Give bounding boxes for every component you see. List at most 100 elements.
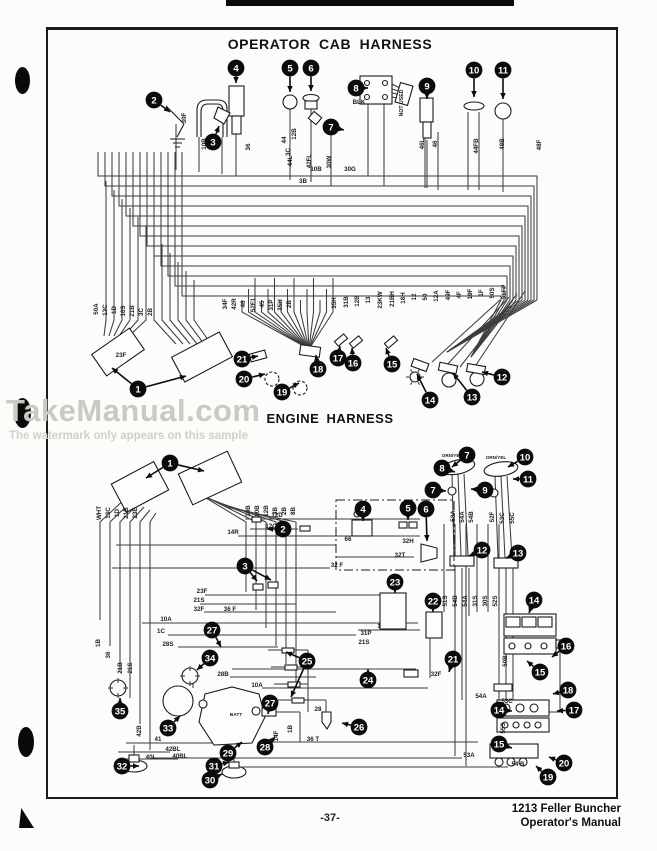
wire-label: 44L xyxy=(287,155,294,166)
wire-label: 54A xyxy=(462,595,469,607)
engine-callout-34 xyxy=(201,649,219,667)
component xyxy=(463,101,485,111)
wire-label: 50B xyxy=(502,655,509,667)
engine-callout-number-4: 4 xyxy=(360,504,366,515)
wire xyxy=(118,208,131,337)
callout-arrowhead xyxy=(251,354,258,360)
callout-arrowhead xyxy=(133,763,139,769)
callout-arrowhead xyxy=(292,383,299,389)
component xyxy=(321,711,332,731)
wire-label: 30F xyxy=(181,112,188,123)
component xyxy=(213,106,231,125)
engine-callout-30 xyxy=(201,771,219,789)
wire-label: 1D xyxy=(111,306,118,314)
engine-callout-25 xyxy=(298,652,316,670)
wire-label: 1B xyxy=(287,725,294,733)
callout-arrowhead xyxy=(553,689,560,696)
callout-arrowhead xyxy=(308,85,314,91)
engine-callout-number-16: 16 xyxy=(561,641,572,652)
component xyxy=(198,699,208,709)
wire-label: 16S xyxy=(120,305,127,316)
engine-callout-number-15: 15 xyxy=(494,739,505,750)
engine-callout-number-3: 3 xyxy=(242,561,247,572)
wire xyxy=(153,235,177,345)
engine-callout-number-18: 18 xyxy=(563,685,574,696)
wire-label: 46 xyxy=(432,140,439,147)
engine-callout-number-1: 1 xyxy=(167,458,173,469)
wire-label: 31B xyxy=(343,296,350,308)
wire-label: 3B xyxy=(272,507,279,515)
callout-arrowhead xyxy=(163,106,170,112)
wire-label: 53C xyxy=(501,698,513,705)
cab-callout-number-20: 20 xyxy=(239,374,250,385)
wire-label: 30G xyxy=(344,166,356,173)
engine-callout-number-10: 10 xyxy=(520,452,531,463)
engine-callout-number-7: 7 xyxy=(464,450,469,461)
wire xyxy=(104,152,535,300)
callout-arrowhead xyxy=(290,690,296,697)
component xyxy=(348,335,364,349)
wire-label: 21S xyxy=(193,597,204,604)
wire-label: 30S xyxy=(482,595,489,606)
component xyxy=(196,99,228,137)
component xyxy=(419,97,434,123)
cab-callout-number-12: 12 xyxy=(497,372,508,383)
engine-callout-26 xyxy=(350,718,368,736)
component xyxy=(521,616,537,628)
component xyxy=(540,642,548,650)
engine-callout-number-12: 12 xyxy=(477,545,488,556)
engine-callout-number-6: 6 xyxy=(423,504,428,515)
wire-label: 28S xyxy=(162,641,173,648)
wire-label: BATT xyxy=(230,712,243,718)
wire-label: 32T xyxy=(395,552,406,559)
wire-label: 21B xyxy=(129,305,136,317)
callout-arrowhead xyxy=(222,760,229,767)
footer-doc-line1: 1213 Feller Buncher xyxy=(511,803,621,815)
diagram-frame xyxy=(46,27,618,799)
wire-label: 49F xyxy=(445,289,452,300)
cab-callout-number-9: 9 xyxy=(424,81,429,92)
cab-callout-18 xyxy=(309,360,327,378)
cab-callout-14 xyxy=(421,391,439,409)
wire-label: 12B xyxy=(354,295,361,307)
wire-label: 3B xyxy=(299,178,307,185)
wire xyxy=(139,509,151,724)
cab-callout-number-19: 19 xyxy=(277,387,288,398)
engine-callout-4 xyxy=(354,500,372,518)
wire-label: 42BL xyxy=(165,746,180,753)
callout-arrow xyxy=(145,375,187,388)
wire-label: 50 xyxy=(422,293,429,300)
wire-label: 51S xyxy=(442,595,449,606)
cab-callout-number-6: 6 xyxy=(308,63,313,74)
callout-arrowhead xyxy=(197,466,204,473)
component xyxy=(251,516,262,523)
component xyxy=(251,706,261,716)
wire-label: 31P xyxy=(360,630,371,637)
wire-label: 21S xyxy=(127,662,134,673)
cab-callout-number-10: 10 xyxy=(469,65,480,76)
wire xyxy=(129,506,145,698)
wire-label: 21S xyxy=(358,639,369,646)
callout-arrowhead xyxy=(482,370,489,377)
wire-label: 10B xyxy=(254,505,261,517)
wire xyxy=(417,368,420,373)
callout-arrowhead xyxy=(267,526,273,532)
cab-callout-10 xyxy=(465,61,483,79)
wire-label: 2B xyxy=(147,308,154,316)
cab-callout-7 xyxy=(322,118,340,136)
cab-callout-number-7: 7 xyxy=(328,122,333,133)
engine-callout-number-30: 30 xyxy=(205,775,216,786)
engine-callout-number-19: 19 xyxy=(543,772,554,783)
cab-callout-number-5: 5 xyxy=(287,63,293,74)
cab-callout-16 xyxy=(344,354,362,372)
wire-label: 14F xyxy=(273,730,280,741)
wire-label: 12 xyxy=(411,293,418,300)
wire-label: 54B xyxy=(452,595,459,607)
component xyxy=(291,697,305,704)
wire xyxy=(410,368,413,373)
engine-callout-number-13: 13 xyxy=(513,548,524,559)
engine-callout-number-34: 34 xyxy=(205,653,216,664)
wire xyxy=(113,199,123,337)
callout-arrowhead xyxy=(385,348,391,355)
wire-label: 36 xyxy=(245,143,252,150)
